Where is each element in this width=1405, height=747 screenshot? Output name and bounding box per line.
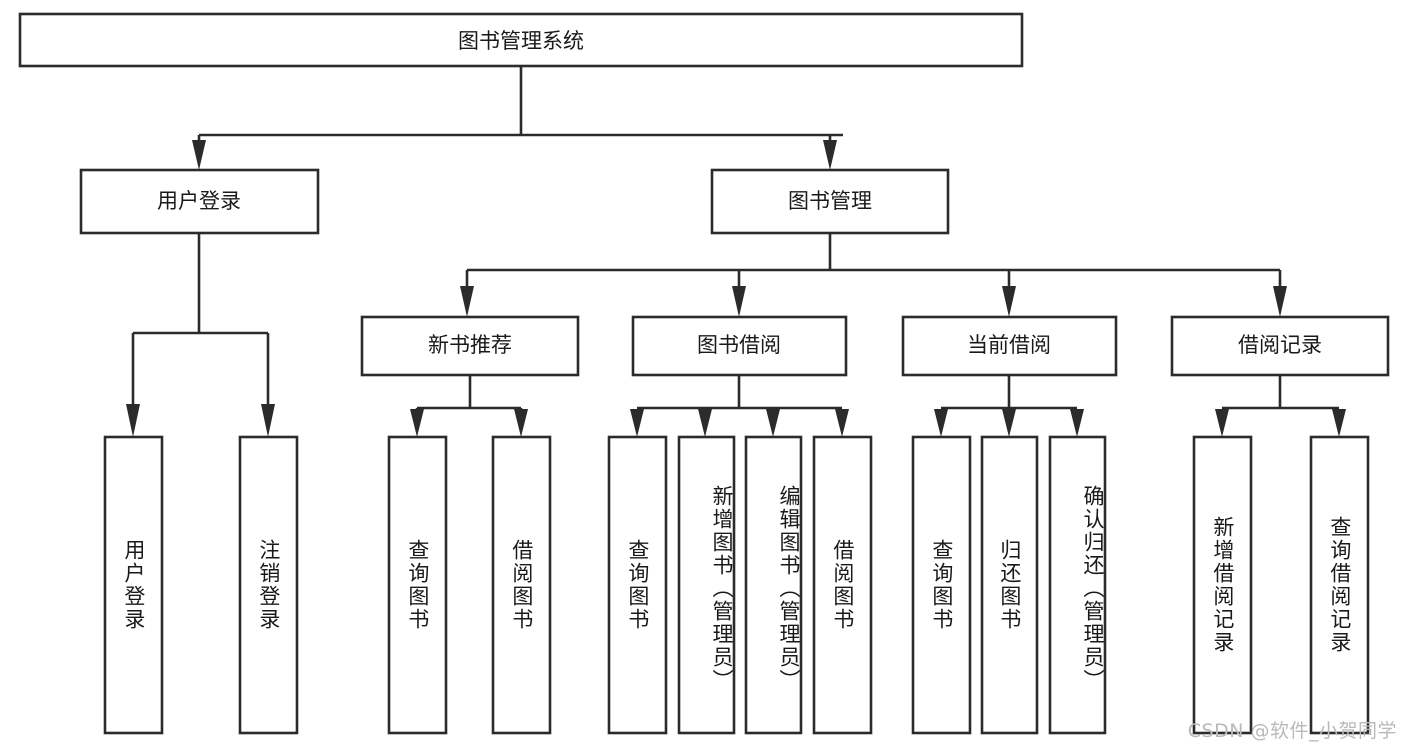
node-root-label: 图书管理系统	[458, 29, 584, 53]
arrowhead-leaf-cb-query	[934, 409, 948, 437]
arrowhead-book-manage	[823, 140, 837, 170]
arrowhead-leaf-nb-borrow	[514, 409, 528, 437]
node-user-login-label: 用户登录	[157, 189, 241, 213]
node-current-borrow-box[interactable]	[901, 315, 1118, 377]
node-user-login-box[interactable]	[79, 168, 320, 235]
node-leaf-cb-return-box[interactable]	[980, 435, 1039, 735]
node-current-borrow-label: 当前借阅	[967, 333, 1051, 357]
node-book-borrow-box[interactable]	[631, 315, 848, 377]
arrowhead-user-login	[192, 140, 206, 170]
node-leaf-bb-edit-box[interactable]	[744, 435, 803, 735]
arrowhead-leaf-cb-confirm	[1070, 409, 1084, 437]
node-book-borrow-label: 图书借阅	[697, 333, 781, 357]
node-leaf-user-login-box[interactable]	[103, 435, 164, 735]
node-book-manage-box[interactable]	[710, 168, 950, 235]
node-leaf-bb-borrow-box[interactable]	[812, 435, 873, 735]
arrowhead-book-borrow	[732, 286, 746, 317]
arrowhead-leaf-bb-add	[698, 409, 712, 437]
node-new-book-box[interactable]	[360, 315, 580, 377]
node-root-box[interactable]	[18, 12, 1024, 68]
node-layer: 图书管理系统 用户登录 图书管理 新书推荐 图书借阅 当前借阅 借阅记录	[18, 12, 1390, 735]
node-borrow-record-label: 借阅记录	[1238, 333, 1322, 357]
node-leaf-nb-query-box[interactable]	[387, 435, 448, 735]
arrowhead-leaf-bb-edit	[766, 409, 780, 437]
arrowhead-leaf-user-login	[126, 404, 140, 437]
arrowhead-current-borrow	[1002, 286, 1016, 317]
arrowhead-leaf-br-query	[1332, 409, 1346, 437]
arrowhead-borrow-record	[1273, 286, 1287, 317]
node-leaf-nb-borrow-box[interactable]	[491, 435, 552, 735]
arrowhead-leaf-bb-query	[630, 409, 644, 437]
node-leaf-br-add-box[interactable]	[1192, 435, 1253, 735]
node-leaf-logout-box[interactable]	[238, 435, 299, 735]
arrowhead-leaf-br-add	[1215, 409, 1229, 437]
arrowhead-leaf-logout	[261, 404, 275, 437]
node-leaf-cb-confirm-box[interactable]	[1048, 435, 1107, 735]
node-leaf-bb-add-box[interactable]	[677, 435, 736, 735]
node-new-book-label: 新书推荐	[428, 333, 512, 357]
node-borrow-record-box[interactable]	[1170, 315, 1390, 377]
arrowhead-new-book	[460, 286, 474, 317]
node-leaf-cb-query-box[interactable]	[911, 435, 972, 735]
arrowhead-leaf-cb-return	[1002, 409, 1016, 437]
watermark-text: CSDN @软件_小贺同学	[1187, 720, 1397, 742]
connector-layer	[126, 66, 1346, 437]
node-leaf-br-query-box[interactable]	[1309, 435, 1370, 735]
node-leaf-bb-query-box[interactable]	[607, 435, 668, 735]
arrowhead-leaf-nb-query	[410, 409, 424, 437]
node-book-manage-label: 图书管理	[788, 189, 872, 213]
arrowhead-leaf-bb-borrow	[835, 409, 849, 437]
